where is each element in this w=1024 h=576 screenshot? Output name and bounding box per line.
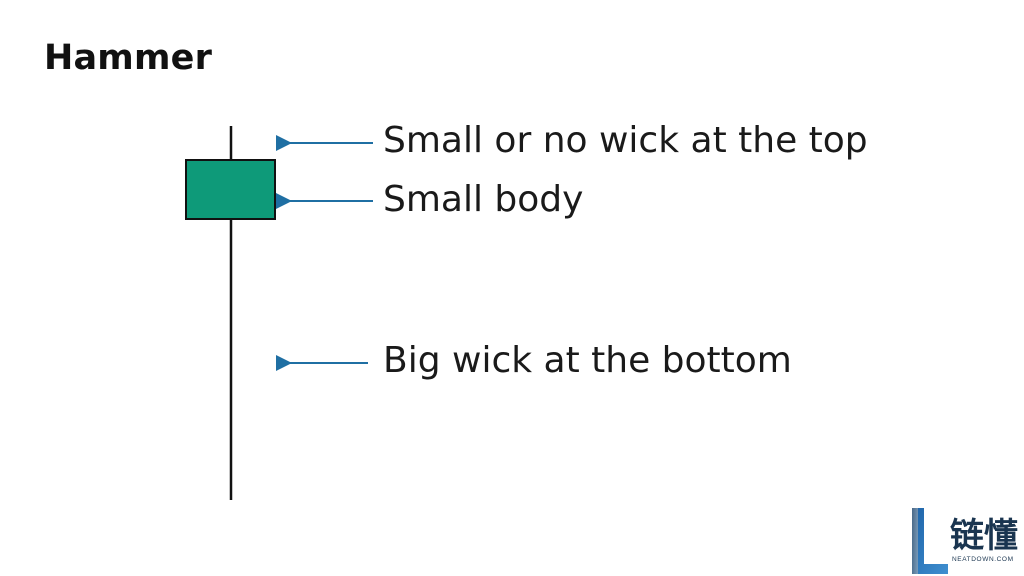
label-bottom-wick: Big wick at the bottom: [383, 340, 792, 381]
label-top-wick: Small or no wick at the top: [383, 120, 868, 161]
logo-l-mark: [912, 508, 948, 574]
label-body: Small body: [383, 179, 584, 220]
logo-text: 链懂: [950, 516, 1018, 556]
candle-body: [185, 159, 276, 220]
logo-subtext: NEATDOWN.COM: [952, 556, 1014, 563]
slide-title: Hammer: [44, 38, 213, 78]
neatdown-logo: [912, 508, 948, 574]
